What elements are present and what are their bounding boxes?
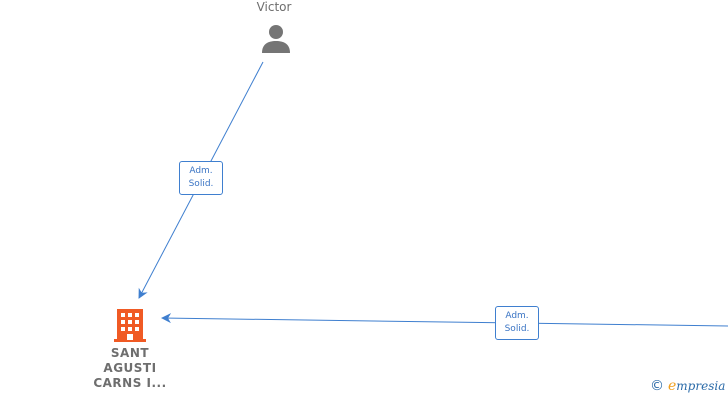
brand-name: mpresia [676, 379, 726, 393]
brand-initial: e [668, 378, 677, 394]
edge-label-line-2: Solid. [188, 179, 214, 189]
building-icon[interactable] [114, 309, 146, 342]
edge-label-line-1: Adm. [505, 311, 529, 321]
company-node-label[interactable]: SANT AGUSTI CARNS I... [80, 346, 180, 391]
person-icon[interactable] [262, 25, 290, 53]
edge-label-victor-to-company[interactable]: Adm. Solid. [179, 161, 223, 195]
company-name-line-3: CARNS I... [93, 376, 167, 390]
edge-label-offscreen-to-company[interactable]: Adm. Solid. [495, 306, 539, 340]
company-name-line-1: SANT [110, 346, 150, 360]
edge-label-line-1: Adm. [189, 166, 213, 176]
copyright-symbol: © [650, 378, 664, 394]
person-node-label[interactable]: Victor [256, 0, 292, 14]
edge-label-line-2: Solid. [504, 324, 530, 334]
company-name-line-2: AGUSTI [103, 361, 157, 375]
edge-line-offscreen-to-company [161, 313, 728, 327]
empresia-watermark: ©empresia [650, 378, 725, 394]
